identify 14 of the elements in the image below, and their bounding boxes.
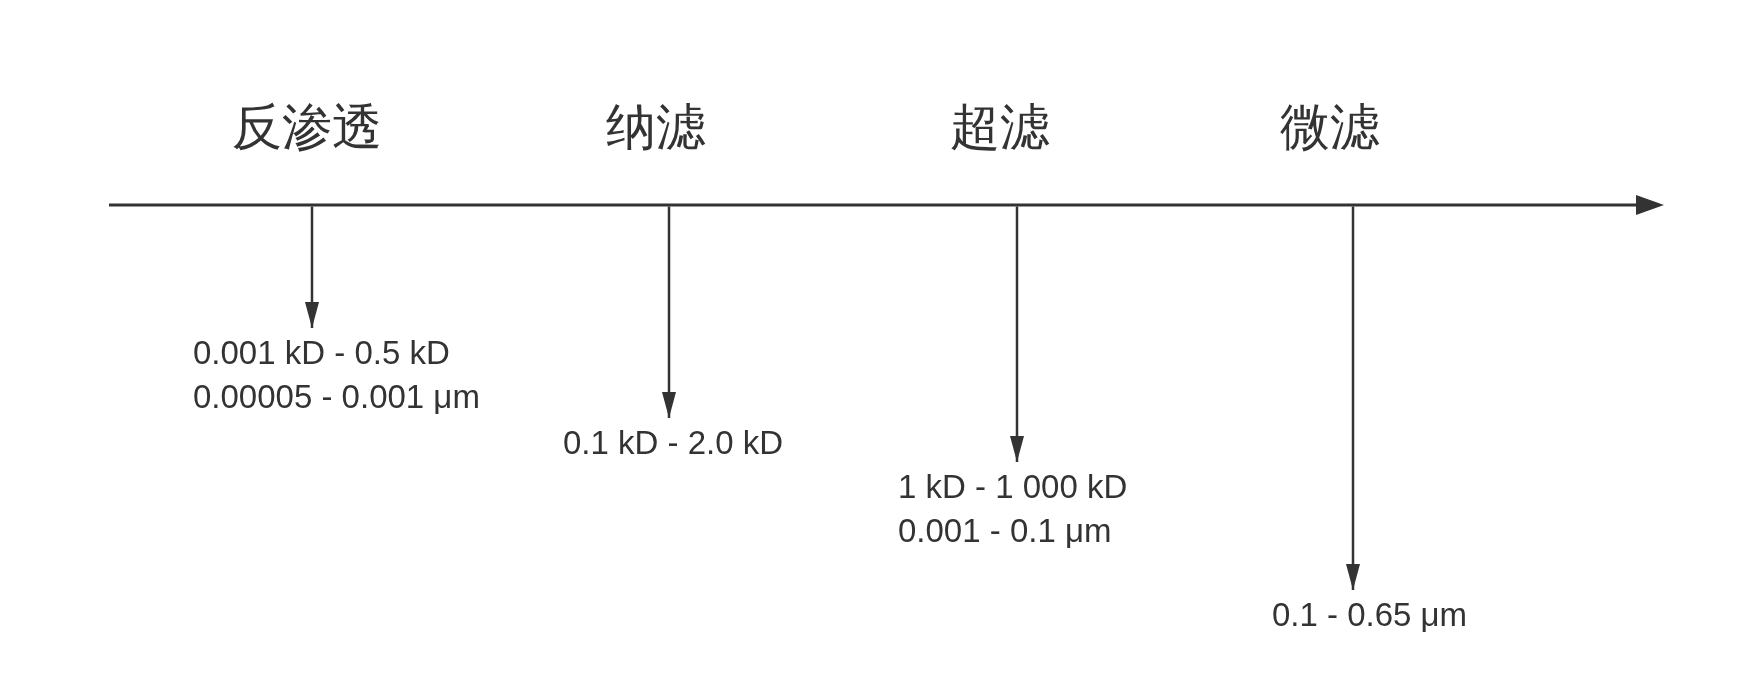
range-text: 0.00005 - 0.001 μm (193, 377, 480, 417)
arrow (662, 206, 676, 418)
range-text: 0.001 - 0.1 μm (898, 511, 1112, 551)
range-text: 0.1 kD - 2.0 kD (563, 423, 784, 463)
range-text: 0.001 kD - 0.5 kD (193, 333, 450, 373)
category-label: 反渗透 (232, 98, 382, 156)
arrow (1010, 206, 1024, 462)
arrow (1346, 206, 1360, 590)
category-label: 纳滤 (606, 98, 706, 156)
range-text: 0.1 - 0.65 μm (1272, 595, 1468, 635)
category-label: 微滤 (1280, 98, 1380, 156)
category-label: 超滤 (950, 98, 1050, 156)
arrow (305, 206, 319, 328)
range-text: 1 kD - 1 000 kD (898, 467, 1128, 507)
